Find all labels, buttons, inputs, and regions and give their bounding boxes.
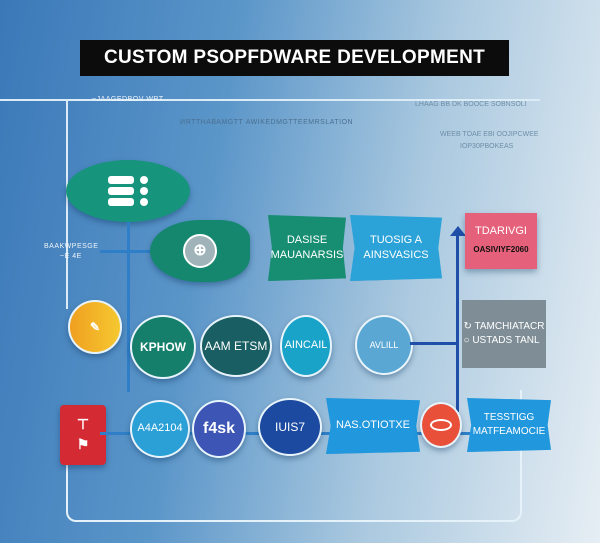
process-node: AVLILL: [355, 315, 413, 375]
step-label: TUOSIG A: [370, 233, 422, 246]
step-label: AVLILL: [369, 339, 399, 350]
design-node: ✎: [68, 300, 122, 354]
page-title: CUSTOM PSOPFDWARE DEVELOPMENT: [80, 40, 509, 76]
info-box: ↻ TAMCHIATACR○ USTADS TANL: [462, 300, 546, 368]
step-label: A4A2104: [137, 422, 183, 435]
step-label: TESSTIGG: [483, 412, 535, 423]
step-label: MATFEAMOCIE: [472, 426, 546, 437]
server-icon: [108, 176, 148, 206]
connector-line: [127, 222, 130, 392]
process-node: AAM ETSM: [200, 315, 272, 377]
side-label: BAAKWPESGE: [44, 243, 99, 250]
process-node: IUIS7: [258, 398, 322, 456]
step-label: f4sk: [202, 419, 236, 437]
step-label: DASISE: [286, 233, 328, 246]
step-label: OASIVIYF2060: [473, 245, 529, 254]
step-flag-2: TUOSIG A AINSVASICS: [350, 215, 442, 281]
step-flag-1: DASISE MAUANARSIS: [268, 215, 346, 281]
divider: [0, 99, 540, 101]
step-label: NAS.OTIOTXE: [336, 419, 410, 432]
header-text: ~JAAGEDBOV WRT: [92, 96, 164, 103]
step-label: MAUANARSIS: [270, 249, 344, 261]
gear-icon: ⊕: [183, 234, 217, 268]
step-label: KPHOW: [140, 339, 186, 354]
process-node: f4sk: [192, 400, 246, 458]
connector-line: [100, 250, 160, 253]
arrow-up-icon: [456, 232, 459, 412]
step-flag: NAS.OTIOTXE: [326, 398, 420, 454]
step-label: AINSVASICS: [363, 249, 429, 261]
target-icon: [420, 402, 462, 448]
toolbox-icon: ⊤⚑: [60, 405, 106, 465]
side-label: ~E 4E: [60, 253, 82, 260]
header-text: ИЯTTНАВАMGTТ AWIKEDMGTTEЕМRSLATION: [180, 119, 354, 126]
process-node: A4A2104: [130, 400, 190, 458]
step-label: TDARIVGI: [475, 225, 527, 238]
testing-flag: TESSTIGG MATFEAMOCIE: [467, 398, 551, 452]
connector-line: [66, 99, 68, 309]
server-node: [66, 160, 190, 222]
header-text: IOP30PBOKEAS: [460, 143, 514, 150]
connector-line: [410, 342, 458, 345]
frame: [66, 460, 522, 522]
step-label: IUIS7: [274, 419, 305, 434]
process-node: KPHOW: [130, 315, 196, 379]
step-label: AAM ETSM: [204, 338, 268, 353]
step-label: TAMCHIATACR: [474, 321, 545, 332]
step-label: USTADS TANL: [472, 335, 540, 346]
process-node: AINCAIL: [280, 315, 332, 377]
header-text: LHAAG BB DK BOOCE SOBNSOLI: [415, 101, 527, 108]
pen-icon: ✎: [89, 319, 101, 334]
arrow-head: [450, 226, 466, 236]
analysis-node: ⊕: [150, 220, 250, 282]
header-text: WEEB TOAE EBI OOJIPCWEE: [440, 131, 539, 138]
step-label: AINCAIL: [284, 339, 328, 352]
step-flag-3: TDARIVGI OASIVIYF2060: [465, 213, 537, 269]
